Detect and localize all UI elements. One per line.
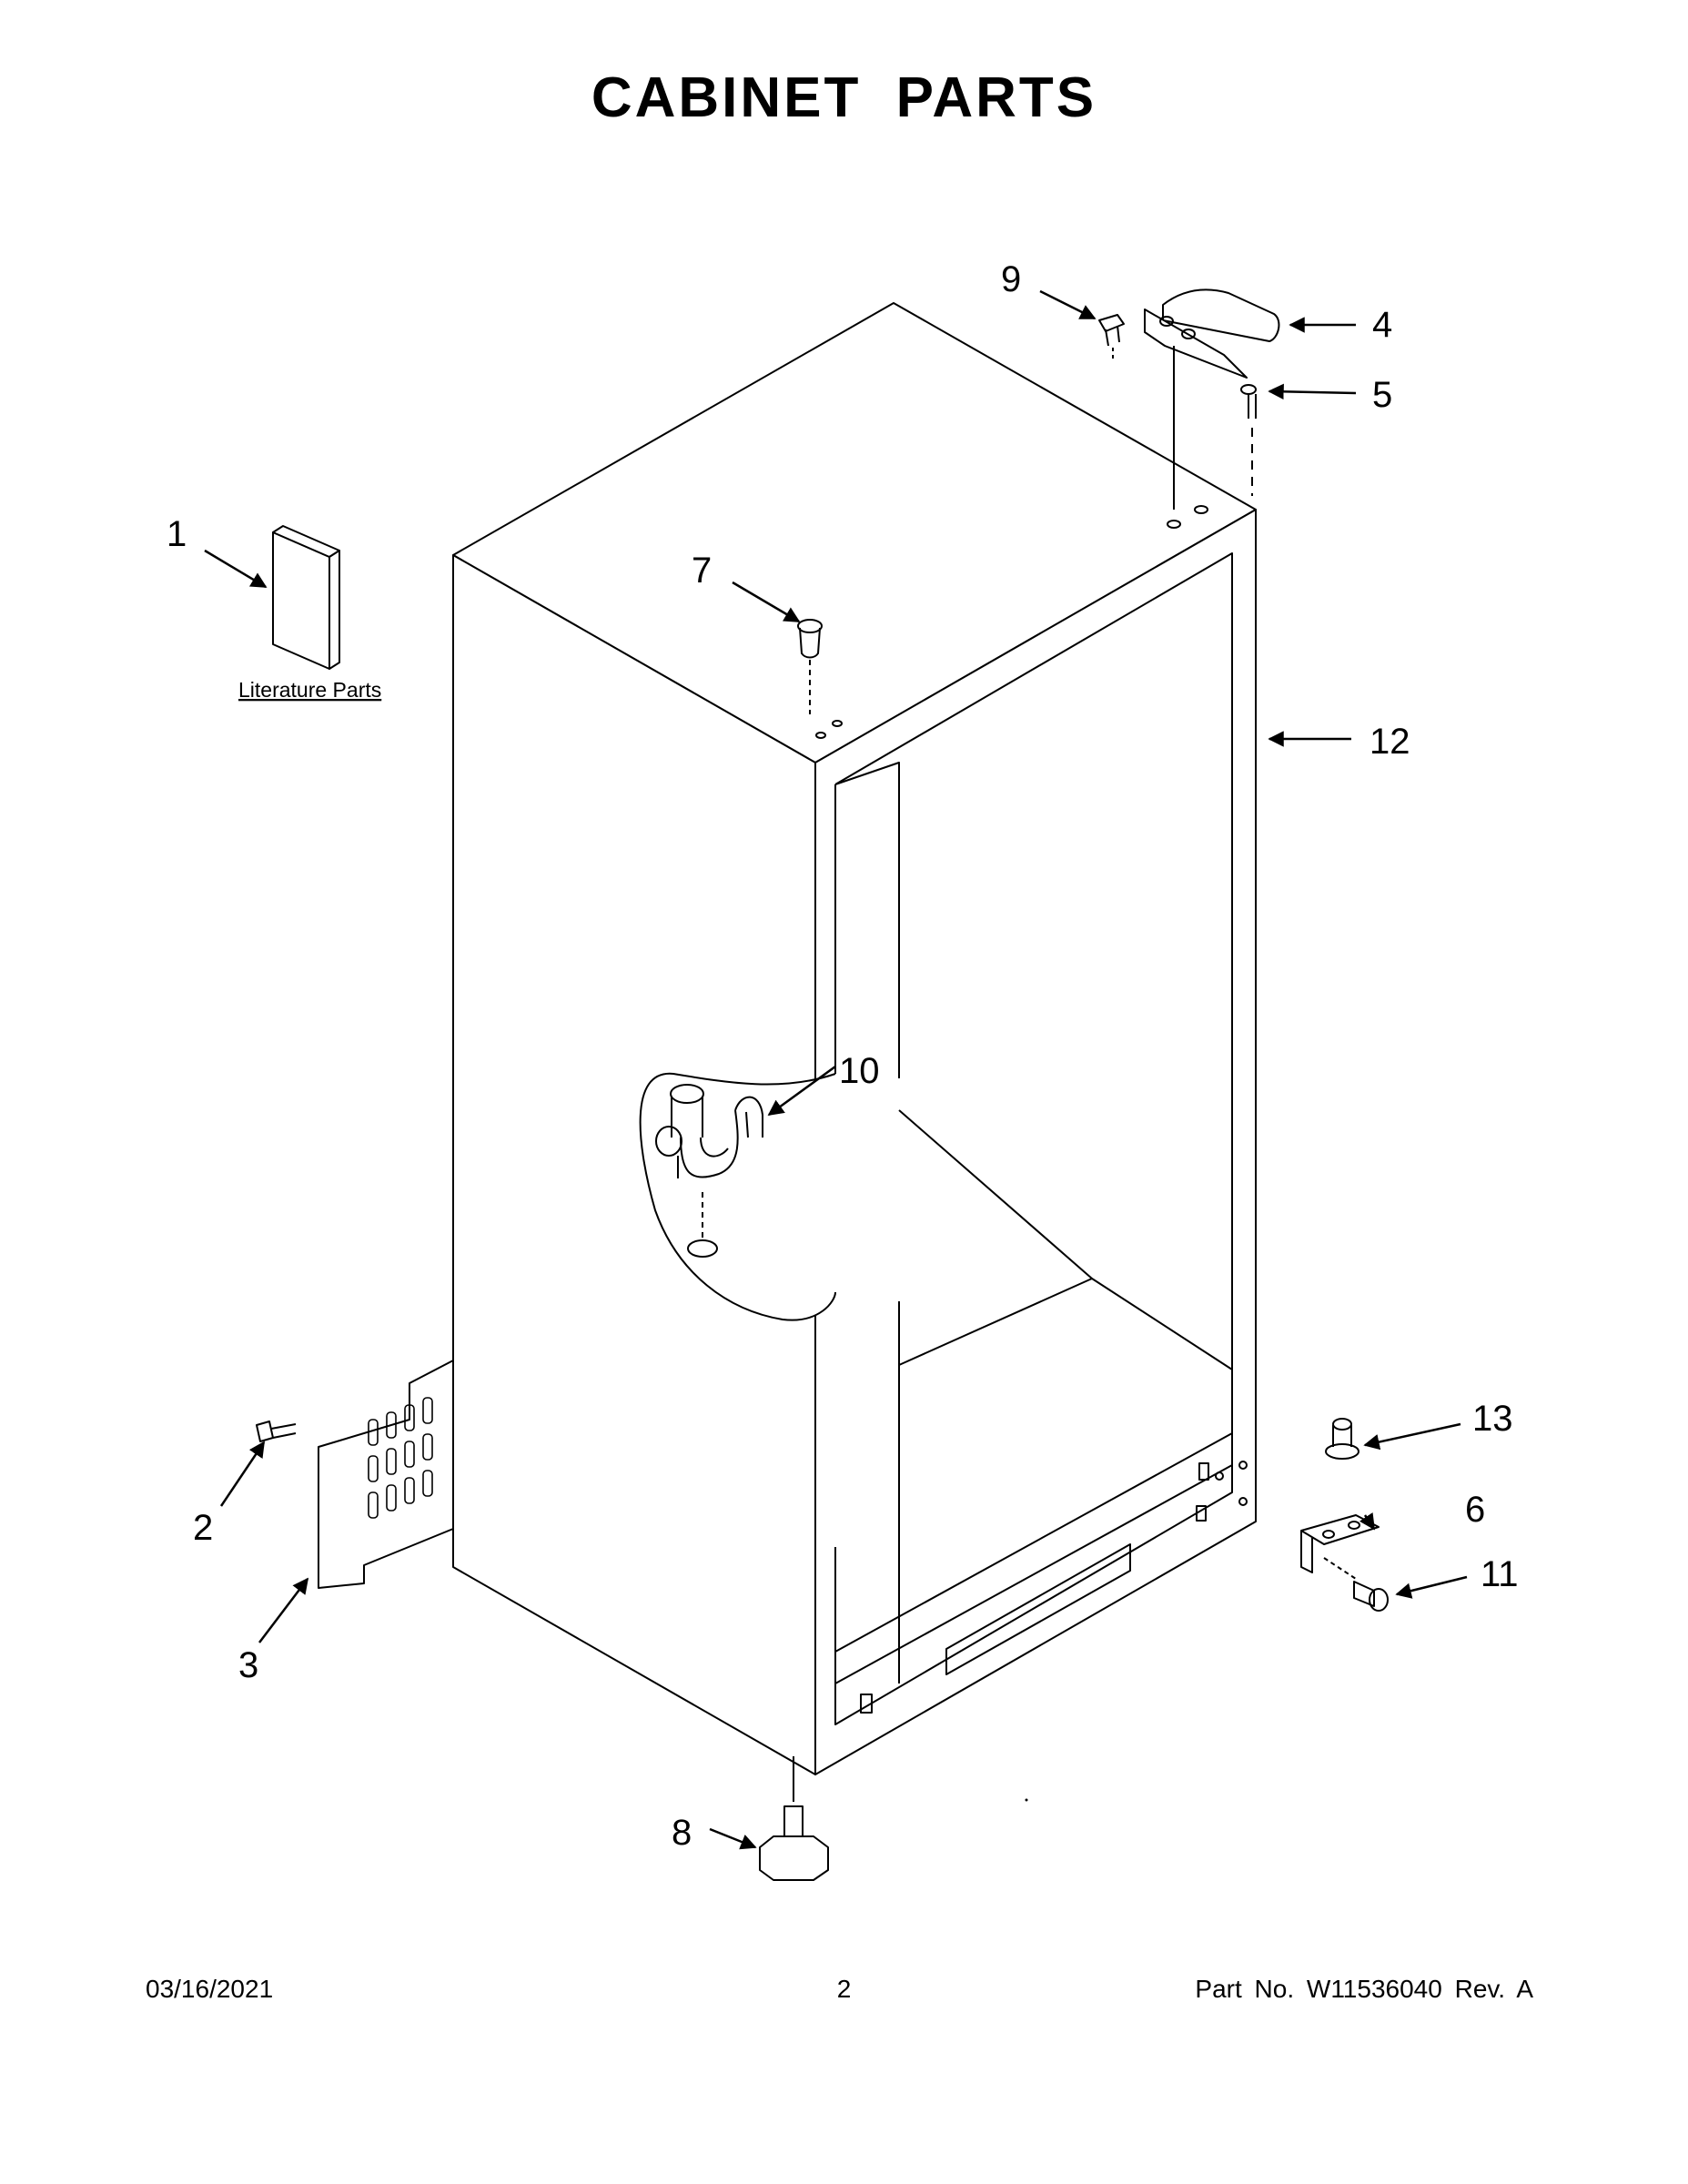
callout-6: 6	[1465, 1490, 1485, 1530]
callout-8: 8	[672, 1813, 692, 1853]
hinge-screw-part	[1098, 314, 1125, 359]
callout-7: 7	[692, 551, 712, 591]
callout-1: 1	[167, 514, 187, 554]
cutaway-view	[639, 1072, 836, 1321]
footer-page-number: 2	[836, 1975, 852, 2003]
bottom-hinge-pin-part	[1325, 1418, 1359, 1460]
literature-parts-label: Literature Parts	[238, 678, 381, 702]
callout-3: 3	[238, 1645, 258, 1685]
door-pin-part	[797, 619, 823, 714]
footer-date: 03/16/2021	[146, 1975, 274, 2003]
callout-arrows	[204, 289, 1468, 1850]
callout-2: 2	[193, 1508, 213, 1548]
top-hinge-part	[1144, 308, 1257, 510]
stray-mark	[1025, 1798, 1028, 1802]
bottom-hinge-screw-part	[1323, 1557, 1389, 1612]
callout-9: 9	[1001, 259, 1021, 299]
callout-11: 11	[1481, 1554, 1519, 1594]
footer-part-number: Part No. W11536040 Rev. A	[1195, 1975, 1533, 2003]
bottom-hinge-part	[1300, 1514, 1380, 1573]
leveling-leg-part	[759, 1756, 829, 1881]
callout-5: 5	[1372, 375, 1392, 415]
callout-4: 4	[1372, 305, 1392, 345]
drain-trap-part	[655, 1084, 763, 1178]
callout-12: 12	[1370, 722, 1410, 762]
rear-panel-screw-part	[256, 1421, 297, 1442]
rear-access-panel	[318, 1360, 454, 1589]
callout-13: 13	[1472, 1399, 1513, 1439]
callout-10: 10	[839, 1051, 880, 1091]
literature-parts-booklet	[272, 525, 340, 670]
page-title: CABINET PARTS	[591, 66, 1097, 129]
cabinet-shell	[452, 302, 1257, 1775]
